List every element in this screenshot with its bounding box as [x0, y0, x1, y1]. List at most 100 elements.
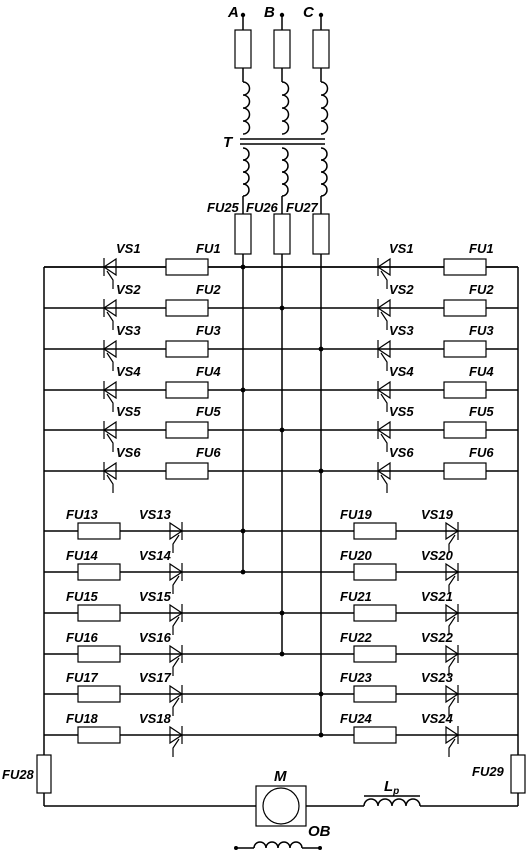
fuse-fu25 — [234, 213, 252, 255]
thyristor-label: VS5 — [389, 404, 414, 419]
thyristor-left-lower — [169, 644, 184, 676]
fuse-label: FU6 — [469, 445, 494, 460]
thyristor-label: VS6 — [389, 445, 414, 460]
thyristor-right-lower — [445, 684, 460, 716]
thyristor-label: VS22 — [421, 630, 454, 645]
junction-dot — [240, 528, 246, 534]
fuse-left-upper — [165, 381, 209, 399]
secondary-phase-wires — [242, 196, 322, 214]
fuse-label: FU4 — [196, 364, 221, 379]
thyristor-left-upper — [102, 461, 117, 493]
thyristor-right-upper — [376, 420, 391, 452]
fuse-fu27 — [312, 213, 330, 255]
thyristor-label: VS3 — [389, 323, 414, 338]
thyristor-label: VS1 — [116, 241, 141, 256]
fuse-right-lower — [353, 563, 397, 581]
fuse-label: FU16 — [66, 630, 99, 645]
thyristor-right-upper — [376, 461, 391, 493]
thyristor-left-lower — [169, 684, 184, 716]
fuse-right-lower — [353, 685, 397, 703]
thyristor-label: VS6 — [116, 445, 141, 460]
fuse-label: FU13 — [66, 507, 99, 522]
fuse-fu26-label: FU26 — [246, 200, 279, 215]
fuse-fu27-label: FU27 — [286, 200, 319, 215]
thyristor-label: VS17 — [139, 670, 172, 685]
fuse-label: FU22 — [340, 630, 373, 645]
transformer-primary-windings — [242, 81, 329, 135]
thyristor-label: VS2 — [116, 282, 141, 297]
junction-dot — [240, 387, 246, 393]
primary-fuse-a — [234, 29, 252, 69]
phase-c-label: C — [303, 4, 315, 21]
fuse-label: FU5 — [196, 404, 221, 419]
thyristor-right-upper — [376, 257, 391, 289]
phase-a-label: A — [227, 4, 239, 21]
thyristor-right-lower — [445, 603, 460, 635]
junction-dot — [318, 732, 324, 738]
junction-dot — [279, 610, 285, 616]
junction-dot — [318, 346, 324, 352]
fuse-label: FU5 — [469, 404, 494, 419]
fuse-label: FU18 — [66, 711, 99, 726]
fuse-right-upper — [443, 258, 487, 276]
motor-symbol — [255, 785, 307, 827]
thyristor-label: VS19 — [421, 507, 454, 522]
fuse-label: FU20 — [340, 548, 373, 563]
thyristor-right-upper — [376, 298, 391, 330]
thyristor-right-upper — [376, 339, 391, 371]
fuse-right-lower — [353, 726, 397, 744]
fuse-fu28-label: FU28 — [2, 767, 35, 782]
thyristor-label: VS2 — [389, 282, 414, 297]
primary-fuse-c — [312, 29, 330, 69]
thyristor-label: VS18 — [139, 711, 172, 726]
junction-dot — [318, 691, 324, 697]
thyristor-right-lower — [445, 562, 460, 594]
thyristor-right-upper — [376, 380, 391, 412]
phase-busbars — [242, 254, 322, 735]
thyristor-label: VS1 — [389, 241, 414, 256]
fuse-left-upper — [165, 421, 209, 439]
thyristor-left-upper — [102, 298, 117, 330]
fuse-label: FU1 — [469, 241, 494, 256]
thyristor-label: VS5 — [116, 404, 141, 419]
thyristor-label: VS21 — [421, 589, 453, 604]
transformer-core — [240, 138, 325, 145]
fuse-label: FU2 — [196, 282, 221, 297]
smoothing-reactor — [363, 795, 421, 807]
motor-label: M — [274, 768, 287, 785]
fuse-fu25-label: FU25 — [207, 200, 240, 215]
thyristor-label: VS20 — [421, 548, 454, 563]
junction-dot — [279, 427, 285, 433]
fuse-label: FU15 — [66, 589, 99, 604]
output-wires — [43, 735, 519, 807]
thyristor-left-upper — [102, 339, 117, 371]
fuse-label: FU19 — [340, 507, 373, 522]
thyristor-label: VS14 — [139, 548, 172, 563]
fuse-fu29-label: FU29 — [472, 764, 505, 779]
fuse-right-upper — [443, 421, 487, 439]
fuse-left-lower — [77, 685, 121, 703]
thyristor-left-upper — [102, 257, 117, 289]
fuse-left-lower — [77, 726, 121, 744]
thyristor-label: VS24 — [421, 711, 454, 726]
fuse-label: FU17 — [66, 670, 99, 685]
fuse-label: FU6 — [196, 445, 221, 460]
junction-dot — [279, 305, 285, 311]
fuse-left-lower — [77, 563, 121, 581]
fuse-fu26 — [273, 213, 291, 255]
fuse-right-lower — [353, 645, 397, 663]
junction-dot — [318, 468, 324, 474]
fuse-label: FU21 — [340, 589, 372, 604]
fuse-right-lower — [353, 522, 397, 540]
fuse-left-upper — [165, 340, 209, 358]
thyristor-right-lower — [445, 644, 460, 676]
